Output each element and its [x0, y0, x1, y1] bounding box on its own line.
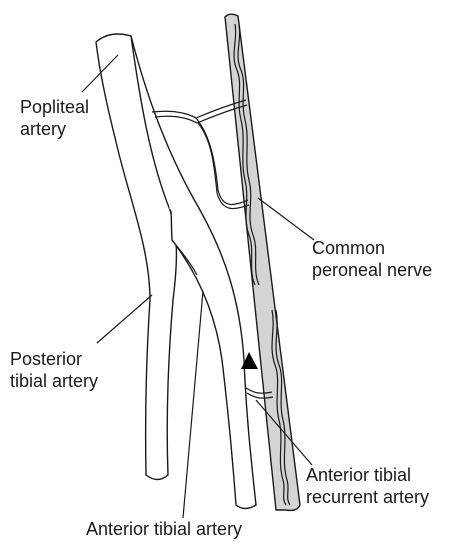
label-popliteal-line2: artery [20, 118, 89, 140]
label-posterior-tibial-line2: tibial artery [10, 370, 98, 392]
label-posterior-tibial-artery: Posterior tibial artery [10, 348, 98, 392]
genicular-branch [152, 100, 246, 118]
label-popliteal-line1: Popliteal [20, 96, 89, 118]
label-anterior-tibial-recurrent-line2: recurrent artery [306, 486, 429, 508]
popliteal-artery-vessel [96, 34, 176, 480]
label-anterior-tibial-line1: Anterior tibial artery [86, 518, 242, 540]
label-posterior-tibial-line1: Posterior [10, 348, 98, 370]
label-common-peroneal-nerve: Common peroneal nerve [312, 237, 432, 281]
label-popliteal-artery: Popliteal artery [20, 96, 89, 140]
leader-anterior-tibial [183, 291, 203, 518]
label-common-peroneal-line1: Common [312, 237, 432, 259]
leader-common-peroneal [258, 198, 314, 240]
label-anterior-tibial-recurrent-artery: Anterior tibial recurrent artery [306, 464, 429, 508]
label-anterior-tibial-artery: Anterior tibial artery [86, 518, 242, 540]
genicular-branch-2 [155, 105, 247, 123]
label-anterior-tibial-recurrent-line1: Anterior tibial [306, 464, 429, 486]
leader-posterior-tibial [97, 295, 152, 343]
label-common-peroneal-line2: peroneal nerve [312, 259, 432, 281]
